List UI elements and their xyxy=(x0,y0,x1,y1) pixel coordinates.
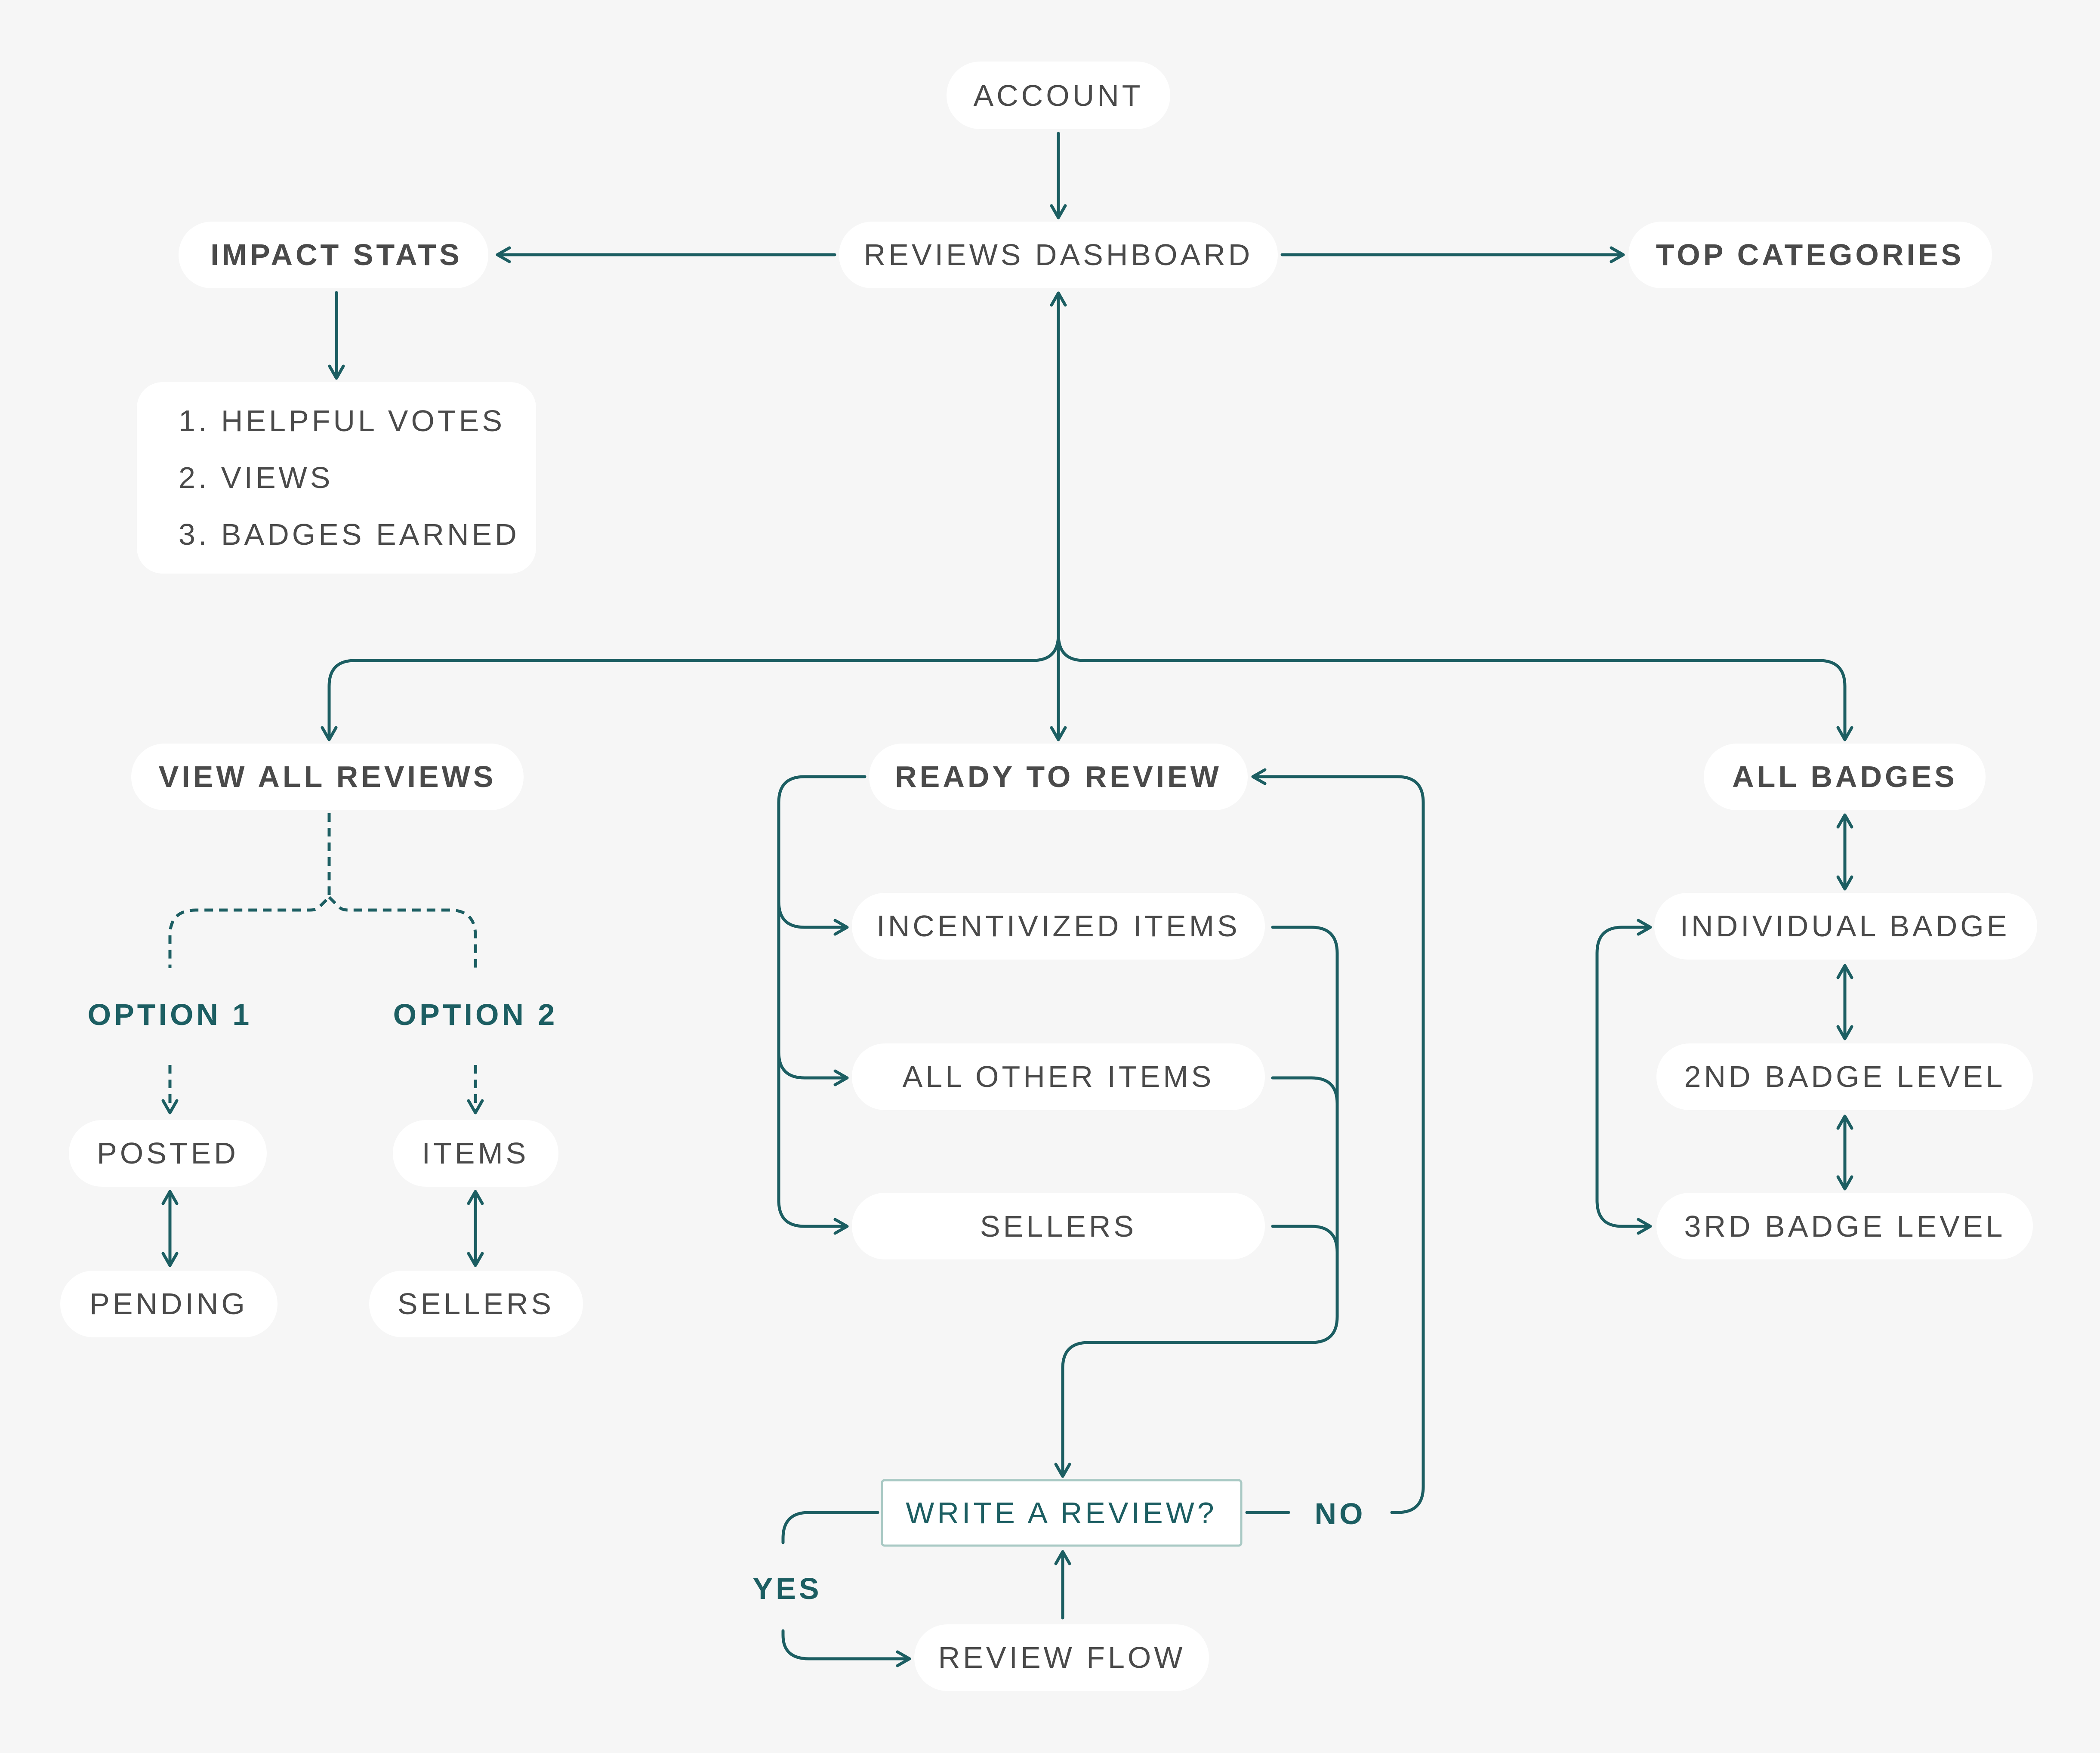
impact-list: 1. HELPFUL VOTES 2. VIEWS 3. BADGES EARN… xyxy=(179,404,520,551)
pending-label[interactable]: PENDING xyxy=(89,1287,248,1321)
all-other-items-label[interactable]: ALL OTHER ITEMS xyxy=(903,1060,1215,1093)
write-a-review-label[interactable]: WRITE A REVIEW? xyxy=(906,1496,1217,1530)
edge-ready-branch-to-incentivized xyxy=(777,775,867,936)
impact-stats-label[interactable]: IMPACT STATS xyxy=(210,238,463,272)
node-badge-level-2-bg xyxy=(1656,1043,2033,1110)
incentivized-items-label[interactable]: INCENTIVIZED ITEMS xyxy=(876,909,1240,943)
edge-trunk-to-all-badges xyxy=(1057,633,1853,741)
review-flow-label[interactable]: REVIEW FLOW xyxy=(938,1641,1186,1674)
node-posted-bg xyxy=(69,1120,267,1187)
account-label[interactable]: ACCOUNT xyxy=(973,79,1143,112)
node-view-all-reviews-bg xyxy=(131,744,524,810)
edge-sellers-merge xyxy=(1271,1225,1339,1254)
edge-individual-3rd-loop xyxy=(1595,919,1652,1235)
sellers-mid-label[interactable]: SELLERS xyxy=(980,1210,1137,1243)
badge-level-3-label[interactable]: 3RD BADGE LEVEL xyxy=(1684,1210,2006,1243)
items-label[interactable]: ITEMS xyxy=(422,1136,529,1170)
sellers-left-label[interactable]: SELLERS xyxy=(398,1287,554,1321)
impact-list-item: 2. VIEWS xyxy=(179,461,333,494)
all-badges-label[interactable]: ALL BADGES xyxy=(1732,760,1958,793)
node-items-bg xyxy=(393,1120,558,1187)
connectors xyxy=(161,132,1853,1667)
node-top-categories-bg xyxy=(1628,222,1992,288)
edge-ready-branch-to-sellers xyxy=(777,1050,849,1235)
ready-to-review-label[interactable]: READY TO REVIEW xyxy=(895,760,1222,793)
node-dashboard-bg xyxy=(839,222,1278,288)
yes-label: YES xyxy=(752,1572,822,1605)
badge-level-2-label[interactable]: 2ND BADGE LEVEL xyxy=(1684,1060,2006,1093)
node-pending-bg xyxy=(60,1271,278,1337)
node-all-badges-bg xyxy=(1704,744,1986,810)
edge-trunk-to-view-all-reviews xyxy=(321,633,1060,741)
node-sellers-left-bg xyxy=(369,1271,583,1337)
edge-all-other-merge xyxy=(1271,1076,1339,1105)
node-impact-list-bg xyxy=(137,382,536,574)
node-incentivized-bg xyxy=(852,893,1265,960)
nodes xyxy=(60,62,2037,1691)
edge-no-back-to-ready xyxy=(1251,768,1425,1514)
option-1-label: OPTION 1 xyxy=(88,998,253,1031)
top-categories-label[interactable]: TOP CATEGORIES xyxy=(1656,238,1964,272)
impact-list-item: 1. HELPFUL VOTES xyxy=(179,404,505,438)
edge-yes-to-review-flow xyxy=(781,1629,911,1667)
reviews-dashboard-label[interactable]: REVIEWS DASHBOARD xyxy=(864,238,1253,272)
node-all-other-bg xyxy=(852,1043,1265,1110)
posted-label[interactable]: POSTED xyxy=(97,1136,239,1170)
impact-list-item: 3. BADGES EARNED xyxy=(179,518,520,551)
node-sellers-mid-bg xyxy=(852,1193,1265,1259)
node-impact-stats-bg xyxy=(179,222,488,288)
node-review-flow-bg xyxy=(914,1624,1209,1691)
individual-badge-label[interactable]: INDIVIDUAL BADGE xyxy=(1680,909,2010,943)
node-ready-to-review-bg xyxy=(869,744,1248,810)
edge-write-review-yes xyxy=(781,1511,879,1544)
node-account-bg xyxy=(947,62,1170,129)
node-write-review-bg xyxy=(881,1479,1243,1547)
node-badge-level-3-bg xyxy=(1656,1193,2033,1259)
option-2-label: OPTION 2 xyxy=(393,998,558,1031)
edge-incentivized-merge xyxy=(1054,926,1339,1478)
edge-view-all-to-option-2 xyxy=(328,896,477,968)
dashed-connectors xyxy=(161,813,484,1114)
view-all-reviews-label[interactable]: VIEW ALL REVIEWS xyxy=(159,760,496,793)
node-individual-badge-bg xyxy=(1654,893,2037,960)
edge-view-all-to-options xyxy=(168,813,331,968)
no-label: NO xyxy=(1315,1497,1366,1531)
